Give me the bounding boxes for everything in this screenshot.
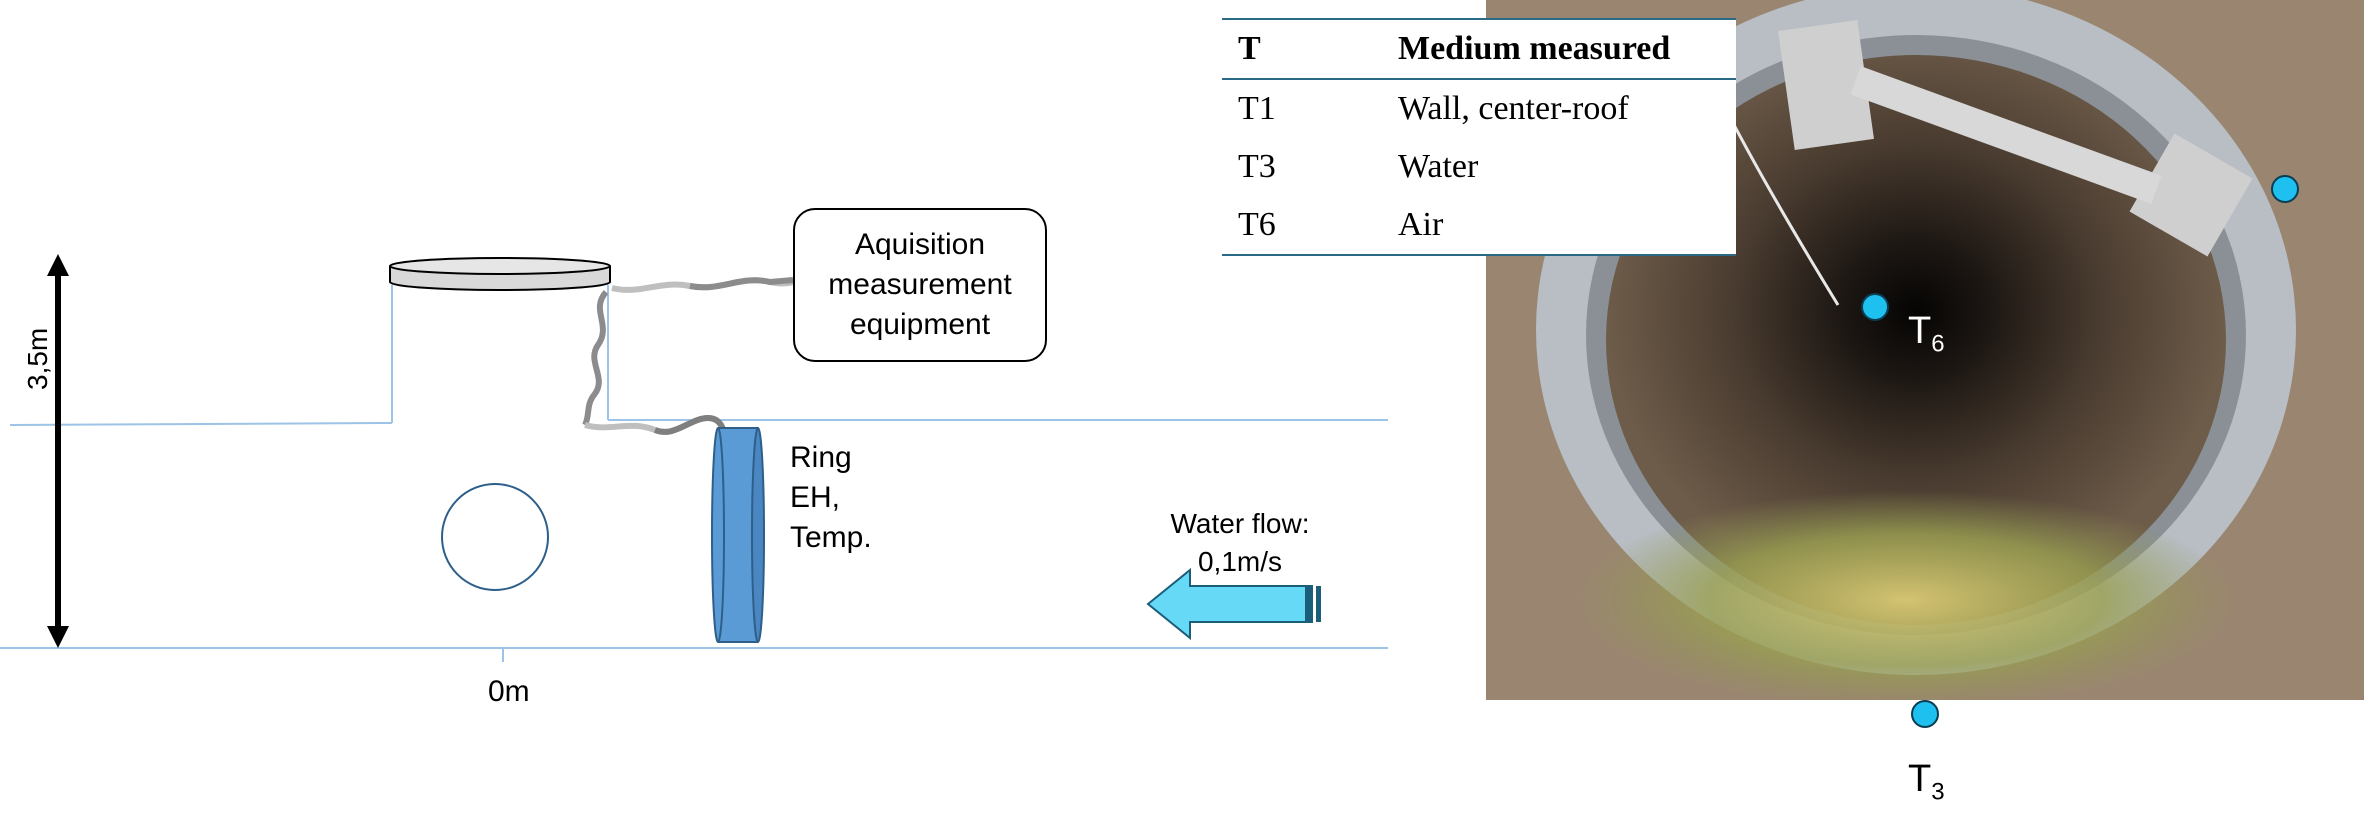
water-flow-line-2: 0,1m/s xyxy=(1197,546,1283,577)
t3-letter: T xyxy=(1908,758,1932,800)
water-flow-arrow xyxy=(1146,567,1321,641)
table-row: T1 Wall, center-roof xyxy=(1222,79,1736,138)
cable-to-ring-dark xyxy=(653,414,727,435)
acquisition-line-3: equipment xyxy=(849,308,991,341)
table-row: T3 Water xyxy=(1222,138,1736,196)
shaft-opening xyxy=(1606,55,2226,625)
t6-subscript: 6 xyxy=(1931,330,1945,358)
header-sensor: T xyxy=(1222,18,1382,80)
acquisition-line-1: Aquisition xyxy=(854,228,986,261)
t6-label: T6 xyxy=(1908,310,1945,359)
cell-sensor: T6 xyxy=(1222,196,1382,256)
sensor-t3-dot xyxy=(1911,700,1939,728)
height-arrow xyxy=(47,254,69,648)
pipe-top-line-left xyxy=(9,422,393,426)
t3-subscript: 3 xyxy=(1931,778,1945,806)
acquisition-line-2: measurement xyxy=(828,268,1012,301)
header-medium: Medium measured xyxy=(1382,18,1736,80)
ring-label-line-2: EH, xyxy=(790,481,841,514)
cell-medium: Air xyxy=(1382,196,1736,256)
position-label: 0m xyxy=(488,675,530,708)
bracket-left xyxy=(1778,20,1874,150)
sensor-t1-dot xyxy=(2271,175,2299,203)
water-flow-line-1: Water flow: xyxy=(1170,508,1310,539)
water-flow-label: Water flow: 0,1m/s xyxy=(1160,505,1320,581)
measurement-ring xyxy=(711,427,765,643)
cable-to-acquisition-dark xyxy=(689,277,794,291)
sensor-t6-dot xyxy=(1861,293,1889,321)
ring-label-line-1: Ring xyxy=(790,441,852,474)
acquisition-equipment-box: Aquisition measurement equipment xyxy=(793,208,1047,362)
ring-label-line-3: Temp. xyxy=(790,521,872,554)
sensor-table: T Medium measured T1 Wall, center-roof T… xyxy=(1222,18,1736,256)
sewer-diagram: 3,5m xyxy=(0,254,1388,662)
cell-medium: Water xyxy=(1398,148,1479,185)
t6-letter: T xyxy=(1908,310,1932,352)
manhole-lid-top xyxy=(389,257,611,275)
table-header-row: T Medium measured xyxy=(1222,18,1736,80)
pipe-cross-section xyxy=(441,483,549,591)
water-surface xyxy=(1576,490,2236,700)
height-label: 3,5m xyxy=(22,328,53,390)
bracket-rod xyxy=(1850,66,2162,204)
sensor-t3-marker xyxy=(1911,700,1939,728)
t3-label: T3 xyxy=(1908,758,1945,807)
cable-down-shaft xyxy=(582,290,609,427)
table-row: T6 Air xyxy=(1222,196,1736,256)
cell-medium: Wall, center-roof xyxy=(1398,90,1629,127)
bracket-right xyxy=(2129,133,2253,257)
ring-label: Ring EH, Temp. xyxy=(790,438,872,558)
cell-sensor: T3 xyxy=(1238,148,1276,185)
cell-sensor: T1 xyxy=(1238,90,1276,127)
